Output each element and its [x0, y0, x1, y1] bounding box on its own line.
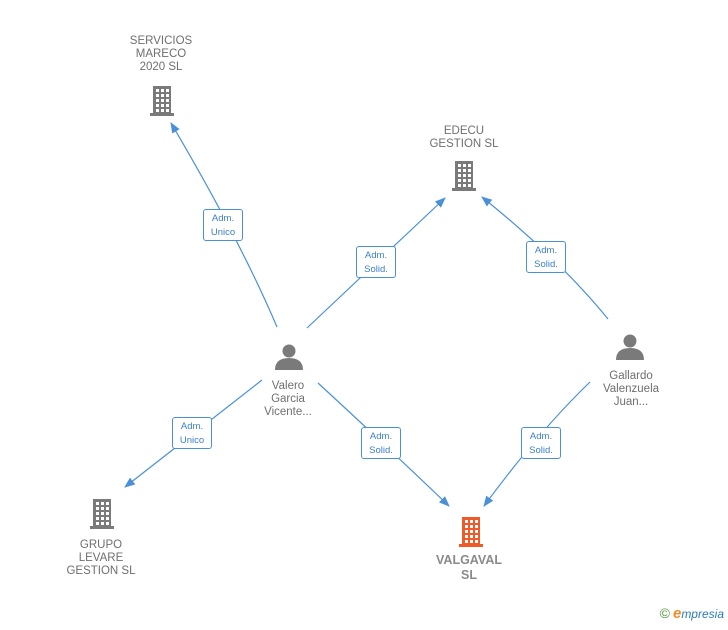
building-icon-valgaval[interactable] — [459, 517, 483, 547]
node-label-valero[interactable]: Valero Garcia Vicente... — [264, 379, 312, 418]
node-label-valgaval[interactable]: VALGAVAL SL — [436, 553, 502, 582]
empresia-logo: ©empresia — [660, 605, 724, 622]
brand-name: mpresia — [681, 607, 724, 621]
edge-label-valero-grupo[interactable]: Adm. Unico — [172, 417, 212, 449]
node-label-servicios[interactable]: SERVICIOS MARECO 2020 SL — [129, 34, 193, 73]
node-label-edecu[interactable]: EDECU GESTION SL — [429, 125, 499, 150]
edge-label-valero-servicios[interactable]: Adm. Unico — [203, 209, 243, 241]
copyright-symbol: © — [659, 605, 670, 621]
person-icon-gallardo[interactable] — [616, 334, 644, 361]
edge-label-gallardo-edecu[interactable]: Adm. Solid. — [526, 241, 566, 273]
edge-label-gallardo-valgaval[interactable]: Adm. Solid. — [521, 427, 561, 459]
building-icon-grupo[interactable] — [90, 499, 114, 529]
brand-initial: e — [672, 605, 682, 622]
edge-label-valero-valgaval[interactable]: Adm. Solid. — [361, 427, 401, 459]
node-label-grupo[interactable]: GRUPO LEVARE GESTION SL — [66, 538, 136, 577]
building-icon-edecu[interactable] — [452, 161, 476, 191]
building-icon-servicios[interactable] — [150, 86, 174, 116]
edge-label-valero-edecu[interactable]: Adm. Solid. — [356, 246, 396, 278]
node-label-gallardo[interactable]: Gallardo Valenzuela Juan... — [602, 369, 660, 408]
person-icon-valero[interactable] — [275, 344, 303, 371]
